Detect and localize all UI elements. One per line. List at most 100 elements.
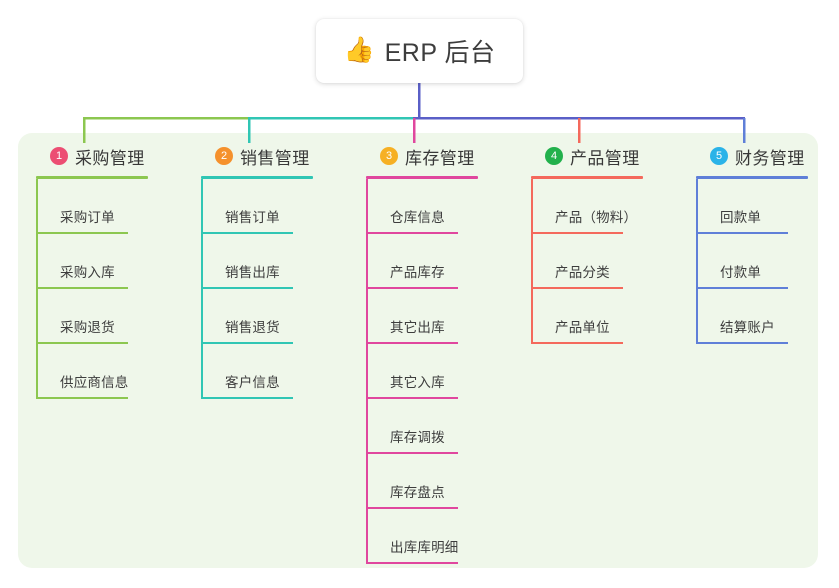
menu-item[interactable]: 其它出库	[366, 289, 478, 344]
menu-item[interactable]: 产品（物料）	[531, 179, 643, 234]
menu-item-rule	[531, 287, 623, 289]
menu-item-rule	[696, 232, 788, 234]
menu-item-label: 产品单位	[555, 320, 610, 335]
menu-item-rule	[36, 232, 128, 234]
menu-item-label: 销售出库	[225, 265, 280, 280]
menu-item[interactable]: 回款单	[696, 179, 808, 234]
menu-item[interactable]: 采购订单	[36, 179, 148, 234]
menu-item-rule	[201, 232, 293, 234]
menu-item-rule	[36, 287, 128, 289]
menu-item-label: 其它出库	[390, 320, 445, 335]
column-header-rule	[531, 176, 643, 179]
column-spine	[531, 179, 533, 344]
menu-item-label: 产品库存	[390, 265, 445, 280]
menu-item-rule	[366, 232, 458, 234]
menu-item[interactable]: 库存调拨	[366, 399, 478, 454]
column-header-3[interactable]: 3 库存管理	[366, 143, 478, 169]
root-node-erp[interactable]: 👍 ERP 后台	[316, 19, 523, 83]
column-items: 销售订单销售出库销售退货客户信息	[201, 179, 313, 399]
menu-item-rule	[366, 397, 458, 399]
menu-item-rule	[696, 342, 788, 344]
column-header-rule	[696, 176, 808, 179]
menu-item-label: 其它入库	[390, 375, 445, 390]
category-column-2: 2 销售管理销售订单销售出库销售退货客户信息	[201, 143, 313, 399]
column-spine	[36, 179, 38, 399]
root-node-title: ERP 后台	[384, 39, 496, 67]
menu-item[interactable]: 产品单位	[531, 289, 643, 344]
menu-item[interactable]: 库存盘点	[366, 454, 478, 509]
menu-item-rule	[531, 232, 623, 234]
column-index-badge: 1	[50, 147, 68, 165]
column-spine	[696, 179, 698, 344]
menu-item[interactable]: 出库库明细	[366, 509, 478, 564]
menu-item-label: 库存调拨	[390, 430, 445, 445]
menu-item-label: 采购退货	[60, 320, 115, 335]
menu-item-label: 销售订单	[225, 210, 280, 225]
menu-item-label: 销售退货	[225, 320, 280, 335]
menu-item-label: 采购订单	[60, 210, 115, 225]
menu-item-rule	[366, 562, 458, 564]
column-index-badge: 4	[545, 147, 563, 165]
column-index-badge: 5	[710, 147, 728, 165]
category-column-4: 4 产品管理产品（物料） 产品分类产品单位	[531, 143, 643, 344]
column-header-2[interactable]: 2 销售管理	[201, 143, 313, 169]
menu-item-rule	[696, 287, 788, 289]
column-title: 产品管理	[570, 148, 640, 168]
column-title: 财务管理	[735, 148, 805, 168]
menu-item[interactable]: 采购入库	[36, 234, 148, 289]
menu-item-rule	[201, 342, 293, 344]
menu-item[interactable]: 供应商信息	[36, 344, 148, 399]
menu-item-rule	[366, 452, 458, 454]
menu-item[interactable]: 结算账户	[696, 289, 808, 344]
menu-item-rule	[366, 287, 458, 289]
menu-item-label: 仓库信息	[390, 210, 445, 225]
menu-item-label: 付款单	[720, 265, 762, 280]
column-title: 销售管理	[240, 148, 310, 168]
diagram-canvas	[18, 133, 818, 568]
menu-item-rule	[36, 342, 128, 344]
menu-item-label: 产品分类	[555, 265, 610, 280]
column-header-rule	[201, 176, 313, 179]
menu-item[interactable]: 客户信息	[201, 344, 313, 399]
menu-item[interactable]: 销售订单	[201, 179, 313, 234]
menu-item[interactable]: 采购退货	[36, 289, 148, 344]
column-header-4[interactable]: 4 产品管理	[531, 143, 643, 169]
category-column-5: 5 财务管理回款单付款单结算账户	[696, 143, 808, 344]
category-column-1: 1 采购管理采购订单采购入库采购退货供应商信息	[36, 143, 148, 399]
menu-item-rule	[366, 507, 458, 509]
column-items: 产品（物料） 产品分类产品单位	[531, 179, 643, 344]
menu-item-label: 出库库明细	[390, 540, 459, 555]
menu-item[interactable]: 产品库存	[366, 234, 478, 289]
menu-item-rule	[201, 287, 293, 289]
column-items: 仓库信息产品库存其它出库其它入库库存调拨库存盘点出库库明细	[366, 179, 478, 564]
menu-item[interactable]: 其它入库	[366, 344, 478, 399]
column-index-badge: 2	[215, 147, 233, 165]
menu-item-label: 回款单	[720, 210, 762, 225]
column-spine	[201, 179, 203, 399]
column-header-rule	[36, 176, 148, 179]
menu-item[interactable]: 销售退货	[201, 289, 313, 344]
column-items: 采购订单采购入库采购退货供应商信息	[36, 179, 148, 399]
column-title: 采购管理	[75, 148, 145, 168]
menu-item-label: 供应商信息	[60, 375, 129, 390]
menu-item[interactable]: 销售出库	[201, 234, 313, 289]
menu-item-rule	[531, 342, 623, 344]
thumbs-up-icon: 👍	[343, 35, 375, 64]
column-items: 回款单付款单结算账户	[696, 179, 808, 344]
column-title: 库存管理	[405, 148, 475, 168]
column-header-1[interactable]: 1 采购管理	[36, 143, 148, 169]
column-header-rule	[366, 176, 478, 179]
menu-item-rule	[366, 342, 458, 344]
menu-item-label: 客户信息	[225, 375, 280, 390]
category-column-3: 3 库存管理仓库信息产品库存其它出库其它入库库存调拨库存盘点出库库明细	[366, 143, 478, 564]
menu-item[interactable]: 产品分类	[531, 234, 643, 289]
column-header-5[interactable]: 5 财务管理	[696, 143, 808, 169]
menu-item-label: 采购入库	[60, 265, 115, 280]
menu-item-label: 库存盘点	[390, 485, 445, 500]
menu-item[interactable]: 仓库信息	[366, 179, 478, 234]
menu-item-rule	[36, 397, 128, 399]
column-spine	[366, 179, 368, 564]
column-index-badge: 3	[380, 147, 398, 165]
menu-item[interactable]: 付款单	[696, 234, 808, 289]
menu-item-rule	[201, 397, 293, 399]
